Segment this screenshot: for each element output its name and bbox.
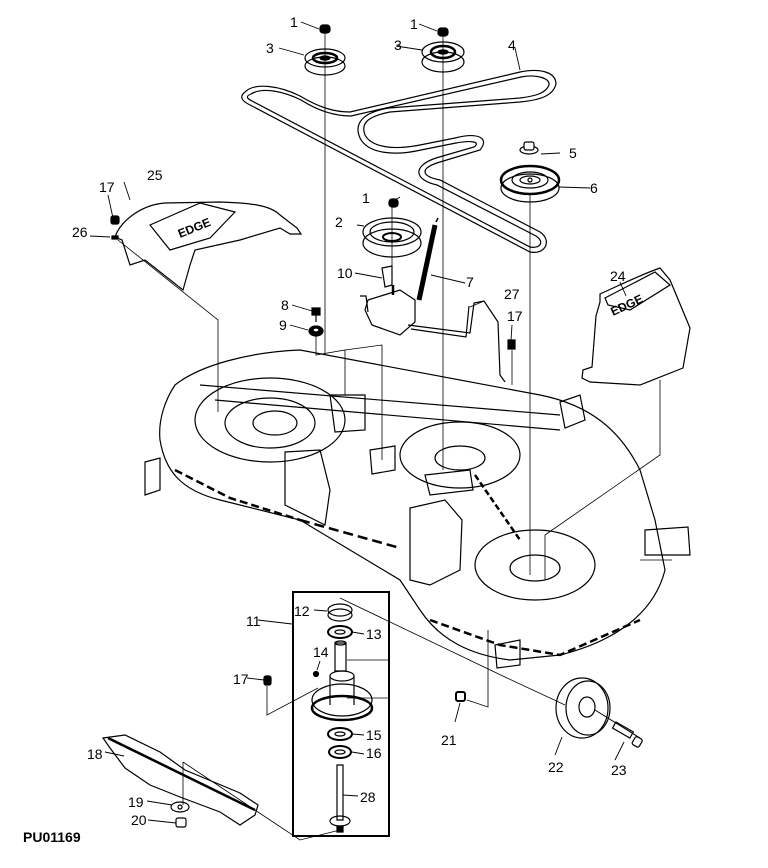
callout-17[interactable]: 17 xyxy=(507,308,523,324)
callout-11[interactable]: 11 xyxy=(246,613,261,629)
callout-5[interactable]: 5 xyxy=(569,145,577,161)
callout-3[interactable]: 3 xyxy=(266,40,274,56)
screw-spindle[interactable] xyxy=(264,676,271,685)
callout-10[interactable]: 10 xyxy=(337,265,353,281)
washer[interactable] xyxy=(309,326,323,336)
bolt[interactable] xyxy=(312,308,320,322)
upper-bearing[interactable] xyxy=(328,626,352,638)
callout-25[interactable]: 25 xyxy=(147,167,163,183)
edge-decal-left: EDGE xyxy=(176,215,213,241)
spindle-shaft[interactable] xyxy=(330,765,350,832)
blade-nut[interactable] xyxy=(176,818,186,827)
figure-id: PU01169 xyxy=(23,829,81,845)
callout-9[interactable]: 9 xyxy=(279,317,287,333)
callout-23[interactable]: 23 xyxy=(611,762,627,778)
callout-27[interactable]: 27 xyxy=(504,286,520,302)
edge-decal-right: EDGE xyxy=(608,292,645,319)
callout-14[interactable]: 14 xyxy=(313,644,329,660)
callout-2[interactable]: 2 xyxy=(335,214,343,230)
spacer[interactable] xyxy=(335,641,346,671)
callout-22[interactable]: 22 xyxy=(548,759,564,775)
wheel-bolt[interactable] xyxy=(595,710,643,748)
grease-fitting[interactable] xyxy=(314,672,319,677)
callout-24[interactable]: 24 xyxy=(610,268,626,284)
svg-text:EDGE: EDGE xyxy=(176,215,213,241)
callout-17[interactable]: 17 xyxy=(233,671,249,687)
callout-4[interactable]: 4 xyxy=(508,37,516,53)
callout-13[interactable]: 13 xyxy=(366,626,382,642)
nut-center[interactable] xyxy=(438,28,448,36)
flange-nut[interactable] xyxy=(520,142,538,154)
blade[interactable] xyxy=(103,735,258,825)
seal[interactable] xyxy=(329,746,351,758)
callout-21[interactable]: 21 xyxy=(441,732,457,748)
wheel-nut[interactable] xyxy=(456,692,465,701)
callout-18[interactable]: 18 xyxy=(87,746,103,762)
idler-arm[interactable] xyxy=(360,266,415,335)
nut-left[interactable] xyxy=(320,25,330,33)
callout-15[interactable]: 15 xyxy=(366,727,382,743)
nut-idler[interactable] xyxy=(389,199,398,207)
callout-17[interactable]: 17 xyxy=(99,179,115,195)
right-shield[interactable]: EDGE xyxy=(582,268,690,385)
spindle-assembly-box xyxy=(293,592,389,836)
screw-right[interactable] xyxy=(508,340,515,349)
callout-19[interactable]: 19 xyxy=(128,794,144,810)
callout-28[interactable]: 28 xyxy=(360,789,376,805)
svg-text:EDGE: EDGE xyxy=(608,292,645,319)
lower-bearing[interactable] xyxy=(328,728,352,740)
mower-deck[interactable] xyxy=(145,350,690,668)
callout-7[interactable]: 7 xyxy=(466,274,474,290)
gauge-wheel[interactable] xyxy=(556,678,610,738)
spindle-cap[interactable] xyxy=(328,604,352,621)
callout-1[interactable]: 1 xyxy=(362,190,370,206)
left-shield[interactable]: EDGE xyxy=(115,202,301,290)
callout-1[interactable]: 1 xyxy=(290,14,298,30)
assembly-lines xyxy=(118,33,672,840)
callout-16[interactable]: 16 xyxy=(366,745,382,761)
spindle-housing[interactable] xyxy=(312,671,372,720)
leader-lines xyxy=(90,22,626,823)
belt[interactable] xyxy=(242,71,556,253)
spring[interactable] xyxy=(419,218,438,300)
callout-3[interactable]: 3 xyxy=(394,37,402,53)
callout-20[interactable]: 20 xyxy=(131,812,147,828)
screw-left-shield[interactable] xyxy=(111,216,119,239)
blade-washer[interactable] xyxy=(171,802,189,812)
callout-6[interactable]: 6 xyxy=(590,180,598,196)
callout-12[interactable]: 12 xyxy=(294,603,310,619)
callout-1[interactable]: 1 xyxy=(410,16,418,32)
rod[interactable] xyxy=(408,301,505,382)
callout-8[interactable]: 8 xyxy=(281,297,289,313)
callout-26[interactable]: 26 xyxy=(72,224,88,240)
